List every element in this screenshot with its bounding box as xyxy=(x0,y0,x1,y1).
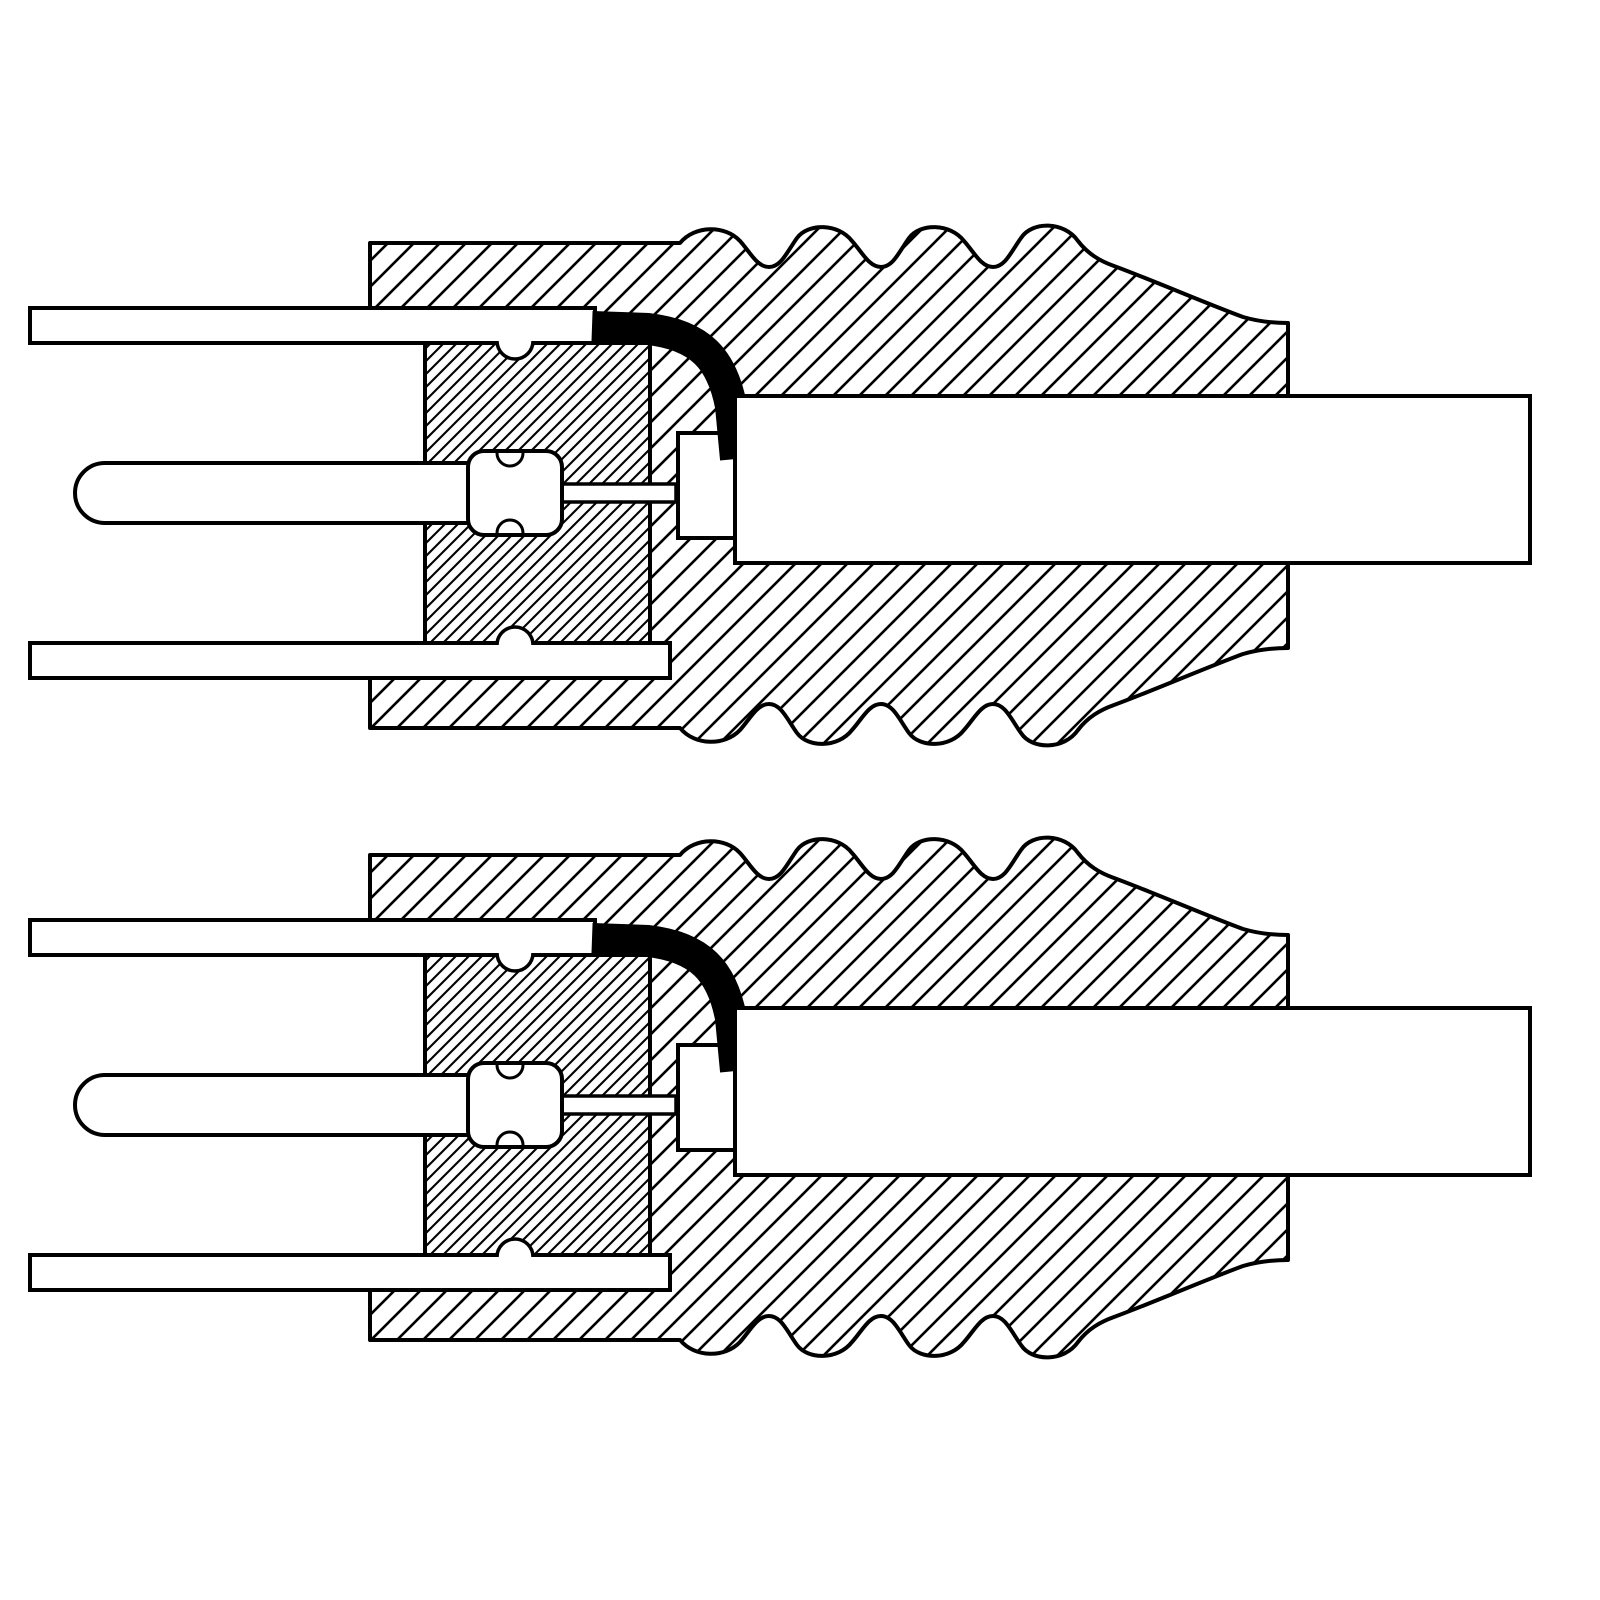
connector-diagram-svg xyxy=(14,209,1546,1374)
diagram-page xyxy=(14,209,1546,1374)
